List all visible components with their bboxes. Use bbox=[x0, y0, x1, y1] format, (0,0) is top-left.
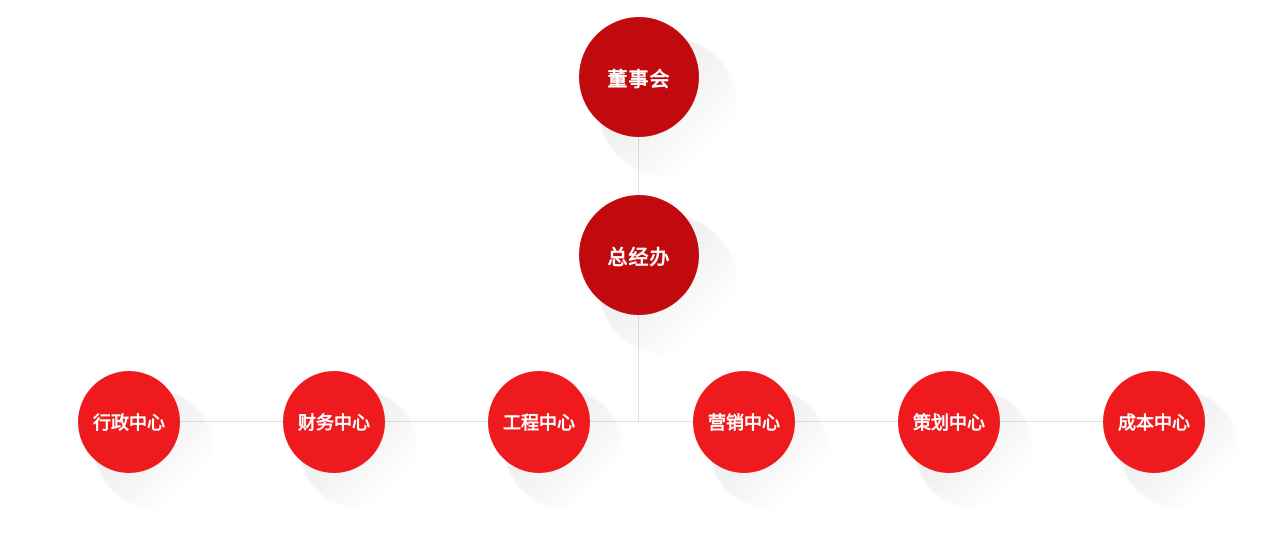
node-dept-label: 财务中心 bbox=[298, 413, 370, 434]
node-board: 董事会 bbox=[579, 17, 699, 137]
node-dept-planning: 策划中心 bbox=[898, 371, 1000, 473]
node-dept-engineering: 工程中心 bbox=[488, 371, 590, 473]
connector-departments-horizontal bbox=[128, 421, 1154, 422]
node-dept-finance: 财务中心 bbox=[283, 371, 385, 473]
node-dept-label: 成本中心 bbox=[1118, 413, 1190, 434]
node-dept-cost: 成本中心 bbox=[1103, 371, 1205, 473]
node-board-label: 董事会 bbox=[607, 66, 671, 91]
node-dept-label: 工程中心 bbox=[503, 413, 575, 434]
node-dept-label: 策划中心 bbox=[913, 413, 985, 434]
node-dept-marketing: 营销中心 bbox=[693, 371, 795, 473]
node-dept-label: 行政中心 bbox=[93, 413, 165, 434]
node-dept-admin: 行政中心 bbox=[78, 371, 180, 473]
node-gm-office-label: 总经办 bbox=[607, 244, 671, 269]
connector-board-to-gm bbox=[638, 136, 639, 196]
connector-gm-to-departments bbox=[638, 314, 639, 422]
node-dept-label: 营销中心 bbox=[708, 413, 780, 434]
node-gm-office: 总经办 bbox=[579, 195, 699, 315]
